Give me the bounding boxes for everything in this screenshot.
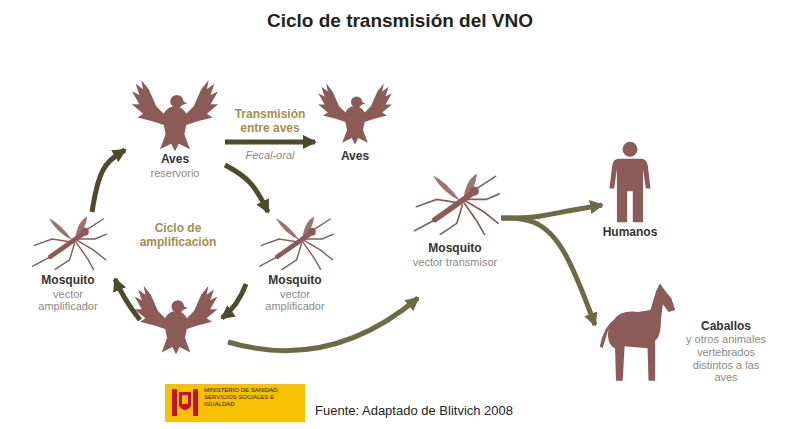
figure-node: Mosquitovector amplificador: [255, 212, 335, 313]
figure-node: Mosquitovector transmisor: [409, 166, 501, 268]
cycle-label: Ciclo de amplificación: [132, 222, 224, 250]
figure-node: Humanos: [602, 138, 658, 240]
node-text: Mosquitovector amplificador: [255, 274, 335, 313]
figure-icon: [595, 278, 681, 386]
figure-node: Mosquitovector amplificador: [28, 212, 108, 313]
node-title: Aves: [341, 150, 369, 164]
ministry-name: MINISTERIO DE SANIDAD, SERVICIOS SOCIALE…: [204, 387, 302, 409]
node-title: Caballos: [681, 320, 771, 334]
figure-icon: [28, 212, 108, 274]
figure-icon: [125, 78, 225, 153]
node-subtitle: vector amplificador: [28, 288, 108, 313]
node-text: Caballosy otros animales vertebrados dis…: [681, 320, 771, 386]
cycle-arrow: [115, 279, 140, 320]
node-subtitle: y otros animales vertebrados distintos a…: [681, 333, 771, 384]
transmission-arrow: [225, 165, 268, 212]
figure-icon: [602, 138, 658, 226]
node-subtitle: vector transmisor: [413, 256, 497, 269]
figure-node: Avesreservorio: [125, 78, 225, 179]
transmission-arrow: [501, 218, 595, 325]
source-caption: Fuente: Adaptado de Blitvich 2008: [315, 404, 513, 419]
figure-node: Aves: [315, 78, 395, 164]
figure-icon: [409, 166, 501, 242]
node-title: Mosquito: [413, 242, 497, 256]
figure-icon: [255, 212, 335, 274]
node-title: Mosquito: [255, 274, 335, 288]
node-text: Mosquitovector transmisor: [413, 242, 497, 268]
figure-node: Caballosy otros animales vertebrados dis…: [595, 278, 771, 386]
node-text: Humanos: [603, 226, 658, 240]
bird-figure: [135, 286, 218, 354]
transmission-arrow: [92, 150, 125, 212]
transmission-arrow: [225, 140, 315, 145]
cycle-arrow: [222, 284, 246, 318]
node-title: Mosquito: [28, 274, 108, 288]
node-text: Avesreservorio: [151, 153, 200, 179]
route-note: Fecal-oral: [235, 149, 305, 162]
node-subtitle: vector amplificador: [255, 288, 335, 313]
edge-label: Transmisión entre aves: [228, 108, 312, 136]
figure-icon: [315, 78, 395, 150]
diagram-title: Ciclo de transmisión del VNO: [0, 10, 800, 32]
ministry-logo: [165, 384, 305, 422]
node-title: Humanos: [603, 226, 658, 240]
node-title: Aves: [151, 153, 200, 167]
node-subtitle: reservorio: [151, 167, 200, 180]
node-text: Mosquitovector amplificador: [28, 274, 108, 313]
node-text: Aves: [341, 150, 369, 164]
